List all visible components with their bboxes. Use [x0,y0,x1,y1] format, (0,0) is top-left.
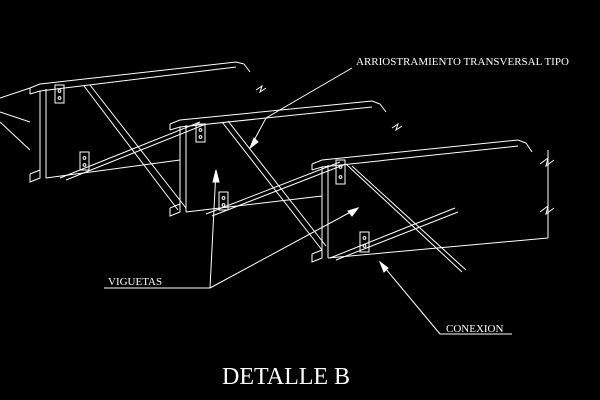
leader-lines [104,67,512,335]
joists-label: VIGUETAS [108,276,162,288]
connection-label: CONEXION [446,323,503,335]
detail-title: DETALLE B [222,364,350,390]
joist-2 [169,100,403,217]
joist-3 [311,139,555,263]
joist-1 [0,61,267,183]
cross-bracing [59,84,467,273]
cross-bracing-label: ARRIOSTRAMIENTO TRANSVERSAL TIPO [356,56,569,68]
